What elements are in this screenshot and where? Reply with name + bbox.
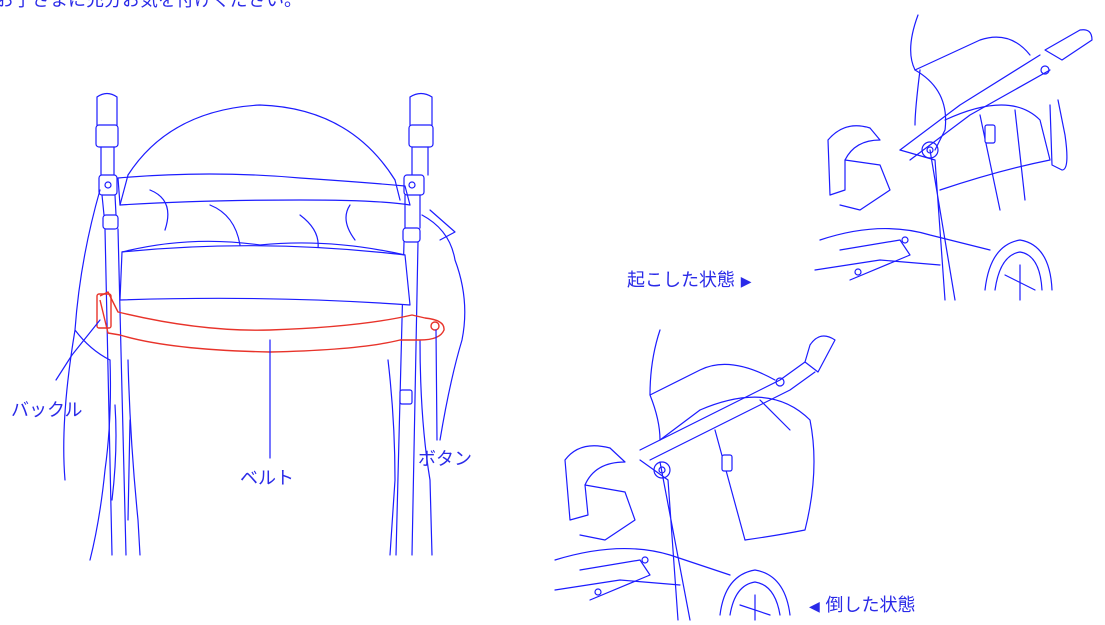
button-part — [430, 321, 440, 331]
belt-strap — [99, 291, 445, 353]
left-pointer-icon: ◀ — [809, 599, 820, 615]
upright-state-label: 起こした状態 ▶ — [627, 272, 752, 290]
right-pointer-icon: ▶ — [740, 274, 752, 290]
buckle-label: バックル — [11, 400, 83, 421]
buckle-part — [96, 293, 112, 329]
button-label: ボタン — [418, 449, 472, 470]
reclined-state-label: ◀ 倒した状態 — [809, 597, 916, 615]
upright-state-text: 起こした状態 — [627, 270, 735, 291]
top-caption: お子さまに充分お気を付けください。 — [0, 0, 302, 11]
stroller-front-illustration — [55, 92, 466, 561]
reclined-state-text: 倒した状態 — [825, 595, 916, 616]
belt-label: ベルト — [240, 468, 294, 489]
